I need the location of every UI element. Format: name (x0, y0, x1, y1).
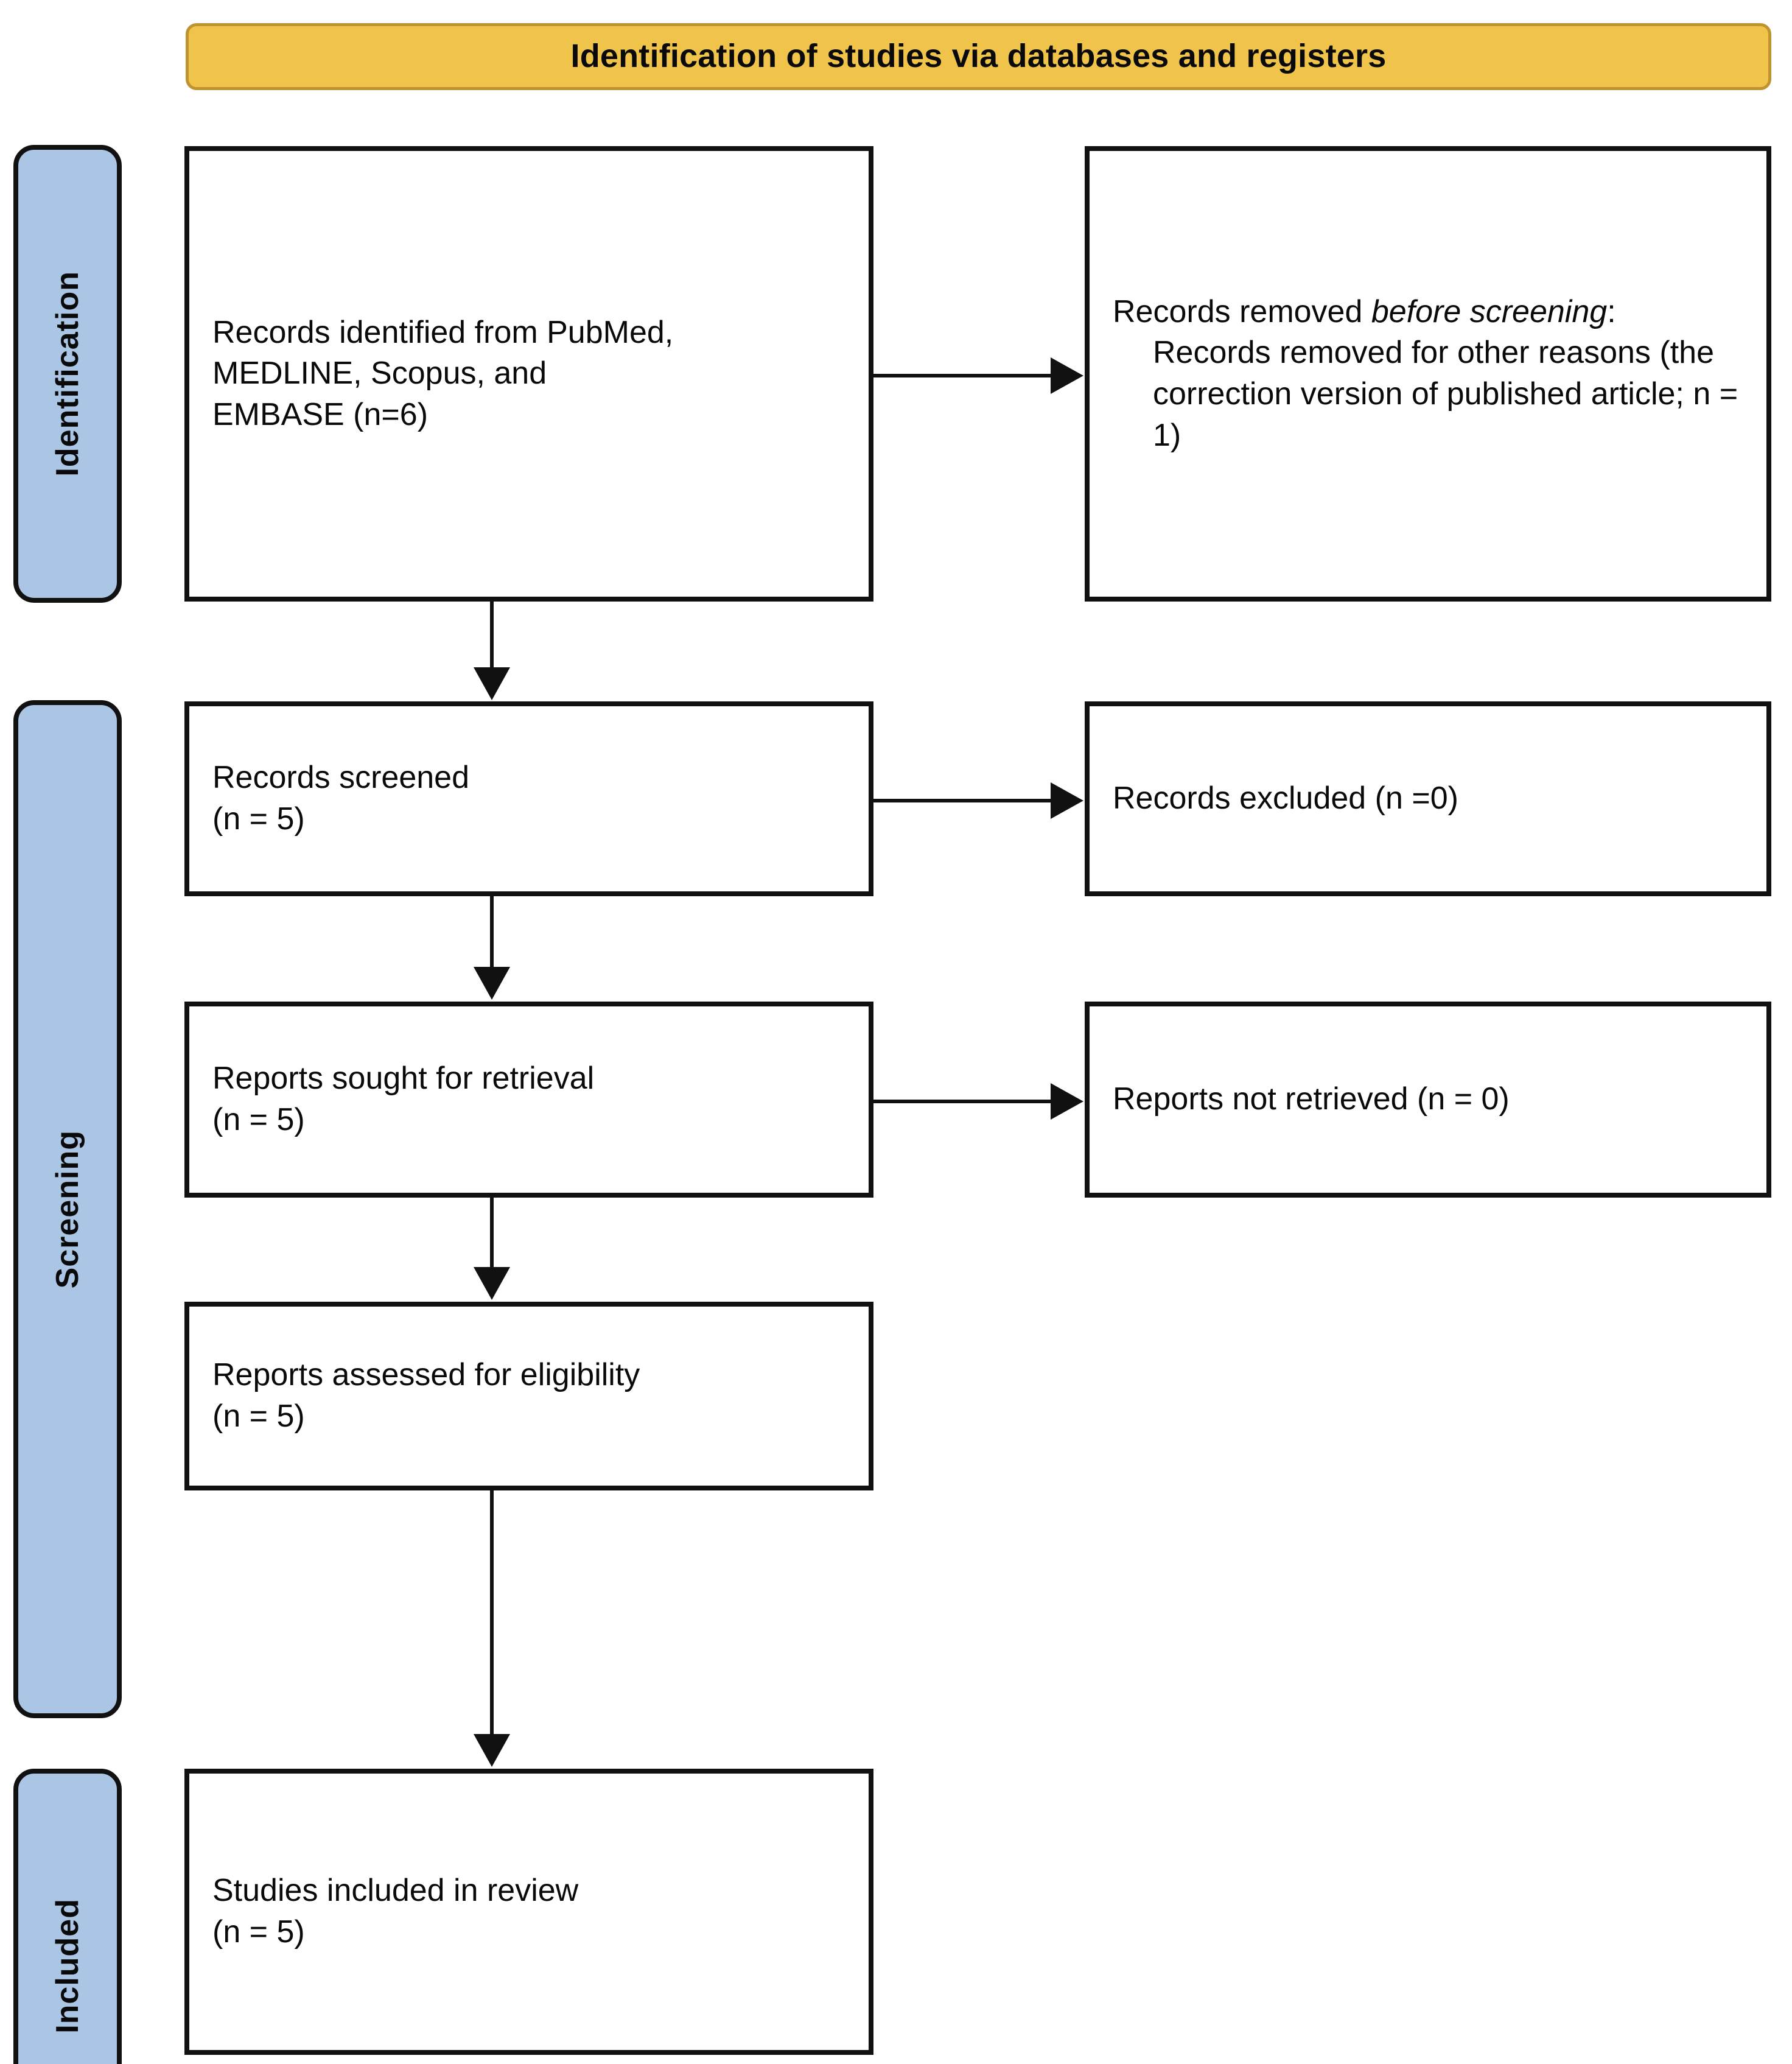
stage-tab-identification: Identification (13, 145, 122, 603)
studies-included-line-2: (n = 5) (212, 1914, 305, 1950)
box-reports-sought-text: Reports sought for retrieval (n = 5) (189, 1058, 869, 1140)
records-identified-line-1: Records identified from PubMed, (212, 314, 674, 350)
arrow-right-icon (1051, 1083, 1083, 1120)
box-records-identified-text: Records identified from PubMed, MEDLINE,… (189, 312, 869, 436)
box-reports-not-retrieved-text: Reports not retrieved (n = 0) (1090, 1079, 1766, 1120)
reports-not-retrieved-line-1: Reports not retrieved (n = 0) (1113, 1081, 1510, 1117)
studies-included-line-1: Studies included in review (212, 1873, 579, 1909)
box-records-removed-before-screening: Records removed before screening: Record… (1085, 146, 1771, 602)
arrow-down-icon (474, 1734, 510, 1767)
reports-assessed-line-2: (n = 5) (212, 1399, 305, 1434)
reports-sought-line-2: (n = 5) (212, 1102, 305, 1137)
arrow-down-icon (474, 1267, 510, 1300)
arrow-right-icon (1051, 782, 1083, 819)
box-studies-included-text: Studies included in review (n = 5) (189, 1870, 869, 1953)
stage-tab-screening: Screening (13, 700, 122, 1718)
box-records-excluded-text: Records excluded (n =0) (1090, 778, 1766, 820)
records-removed-sub-reason: Records removed for other reasons (the c… (1153, 335, 1738, 453)
records-identified-line-3: EMBASE (n=6) (212, 396, 429, 432)
box-records-screened-text: Records screened (n = 5) (189, 757, 869, 840)
connector-line (490, 602, 494, 670)
connector-line (873, 799, 1053, 802)
records-removed-lead-colon: : (1607, 293, 1616, 329)
connector-line (490, 896, 494, 969)
arrow-down-icon (474, 967, 510, 1000)
diagram-header-banner: Identification of studies via databases … (186, 23, 1771, 90)
stage-label-included: Included (50, 1898, 85, 2034)
records-removed-lead-italic: before screening (1371, 293, 1608, 329)
reports-assessed-line-1: Reports assessed for eligibility (212, 1357, 640, 1393)
records-screened-line-2: (n = 5) (212, 801, 305, 837)
box-reports-assessed-for-eligibility: Reports assessed for eligibility (n = 5) (184, 1302, 873, 1490)
box-records-screened: Records screened (n = 5) (184, 701, 873, 896)
connector-line (490, 1490, 494, 1736)
stage-tab-included: Included (13, 1769, 122, 2064)
records-removed-lead-plain: Records removed (1113, 293, 1371, 329)
box-reports-sought-for-retrieval: Reports sought for retrieval (n = 5) (184, 1002, 873, 1198)
box-reports-assessed-text: Reports assessed for eligibility (n = 5) (189, 1355, 869, 1437)
stage-label-screening: Screening (50, 1129, 85, 1289)
box-records-excluded: Records excluded (n =0) (1085, 701, 1771, 896)
records-excluded-line-1: Records excluded (n =0) (1113, 781, 1458, 816)
page-title: Identification of studies via databases … (570, 38, 1387, 75)
connector-line (873, 374, 1053, 377)
box-records-identified: Records identified from PubMed, MEDLINE,… (184, 146, 873, 602)
box-reports-not-retrieved: Reports not retrieved (n = 0) (1085, 1002, 1771, 1198)
box-studies-included-in-review: Studies included in review (n = 5) (184, 1769, 873, 2055)
arrow-down-icon (474, 667, 510, 700)
connector-line (873, 1100, 1053, 1103)
arrow-right-icon (1051, 357, 1083, 394)
reports-sought-line-1: Reports sought for retrieval (212, 1061, 595, 1097)
records-identified-line-2: MEDLINE, Scopus, and (212, 356, 547, 391)
connector-line (490, 1198, 494, 1269)
box-records-removed-text: Records removed before screening: Record… (1090, 292, 1766, 456)
records-screened-line-1: Records screened (212, 760, 469, 796)
stage-label-identification: Identification (50, 271, 85, 477)
